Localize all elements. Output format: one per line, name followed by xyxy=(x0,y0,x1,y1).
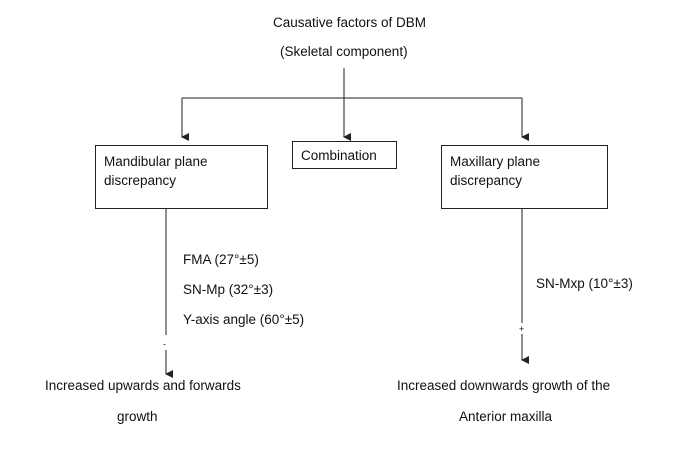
maxillary-measure-sn-mxp: SN-Mxp (10°±3) xyxy=(536,276,633,291)
mandibular-measure-sn-mp: SN-Mp (32°±3) xyxy=(183,282,274,297)
combination-box: Combination xyxy=(292,141,397,169)
mandibular-measure-fma: FMA (27°±5) xyxy=(183,252,259,267)
mandibular-sign: - xyxy=(163,339,166,349)
maxillary-outcome-line-2: Anterior maxilla xyxy=(459,409,553,424)
mandibular-box-line-1: Mandibular plane xyxy=(104,154,208,169)
mandibular-measure-y-axis: Y-axis angle (60°±5) xyxy=(183,312,305,327)
mandibular-outcome-line-2: growth xyxy=(117,409,158,424)
maxillary-sign: + xyxy=(519,324,525,334)
maxillary-box: Maxillary plane discrepancy xyxy=(441,145,608,209)
title-line-2: (Skeletal component) xyxy=(280,44,408,59)
maxillary-outcome-line-1: Increased downwards growth of the xyxy=(397,378,611,393)
maxillary-box-line-1: Maxillary plane xyxy=(450,154,541,169)
mandibular-box: Mandibular plane discrepancy xyxy=(95,145,268,209)
maxillary-box-line-2: discrepancy xyxy=(450,173,523,188)
title-line-1: Causative factors of DBM xyxy=(273,15,427,30)
mandibular-box-line-2: discrepancy xyxy=(104,173,177,188)
mandibular-outcome-line-1: Increased upwards and forwards xyxy=(45,378,241,393)
combination-box-label: Combination xyxy=(301,148,377,163)
